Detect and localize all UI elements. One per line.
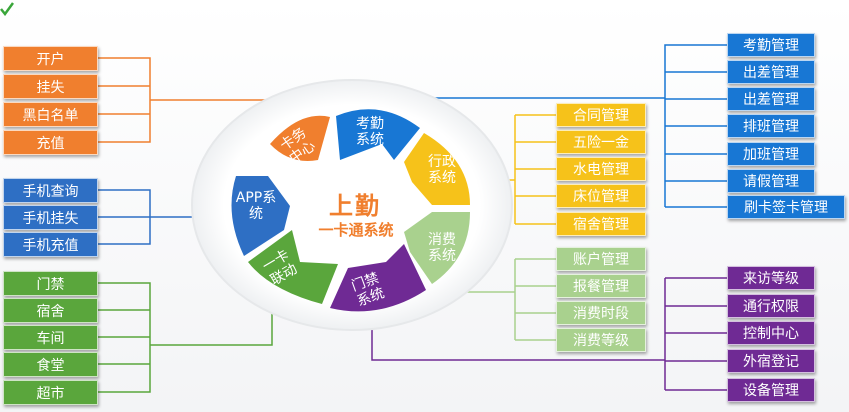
consume-item-account[interactable]: 账户管理 xyxy=(556,247,646,271)
consume-item-meal-order[interactable]: 报餐管理 xyxy=(556,274,646,298)
segment-admin-label: 行政系统 xyxy=(428,154,456,186)
access-item-device[interactable]: 设备管理 xyxy=(727,378,815,402)
linkage-item-supermarket[interactable]: 超市 xyxy=(3,380,98,405)
segment-app-label: APP系统 xyxy=(235,190,277,222)
attendance-item-trip-1[interactable]: 出差管理 xyxy=(727,60,815,84)
segment-linkage xyxy=(248,230,338,304)
access-item-visitor[interactable]: 来访等级 xyxy=(727,266,815,290)
access-item-control-center[interactable]: 控制中心 xyxy=(727,321,815,345)
card-item-blacklist[interactable]: 黑白名单 xyxy=(3,102,98,127)
attendance-item-overtime[interactable]: 加班管理 xyxy=(727,142,815,166)
attendance-item-leave[interactable]: 请假管理 xyxy=(727,169,815,193)
access-item-permission[interactable]: 通行权限 xyxy=(727,294,815,318)
card-item-report-loss[interactable]: 挂失 xyxy=(3,74,98,99)
linkage-item-canteen[interactable]: 食堂 xyxy=(3,352,98,377)
center-subtitle: 一卡通系统 xyxy=(318,221,394,239)
linkage-item-access[interactable]: 门禁 xyxy=(3,271,98,296)
admin-item-bed[interactable]: 床位管理 xyxy=(556,184,646,208)
card-item-recharge[interactable]: 充值 xyxy=(3,130,98,155)
app-item-recharge[interactable]: 手机充值 xyxy=(3,232,98,257)
attendance-item-management[interactable]: 考勤管理 xyxy=(727,33,815,57)
admin-item-insurance[interactable]: 五险一金 xyxy=(556,130,646,154)
attendance-item-card-sign[interactable]: 刷卡签卡管理 xyxy=(727,195,845,219)
app-item-query[interactable]: 手机查询 xyxy=(3,178,98,203)
consume-item-time-slot[interactable]: 消费时段 xyxy=(556,301,646,325)
segment-consume xyxy=(404,212,470,284)
access-item-overnight[interactable]: 外宿登记 xyxy=(727,349,815,373)
segment-attendance xyxy=(336,109,420,160)
center-title: 上勤 xyxy=(329,192,381,220)
app-item-report-loss[interactable]: 手机挂失 xyxy=(3,205,98,230)
segment-app xyxy=(231,176,290,256)
attendance-item-trip-2[interactable]: 出差管理 xyxy=(727,87,815,111)
segment-access xyxy=(330,244,426,312)
segment-consume-label: 消费系统 xyxy=(428,232,456,264)
linkage-item-dorm[interactable]: 宿舍 xyxy=(3,298,98,323)
admin-item-utilities[interactable]: 水电管理 xyxy=(556,157,646,181)
segment-card-center xyxy=(270,115,330,161)
linkage-item-workshop[interactable]: 车间 xyxy=(3,325,98,350)
attendance-item-schedule[interactable]: 排班管理 xyxy=(727,114,815,138)
segment-attendance-label: 考勤系统 xyxy=(356,116,384,148)
corner-logo-icon xyxy=(0,2,14,16)
segment-admin xyxy=(404,133,470,205)
consume-item-level[interactable]: 消费等级 xyxy=(556,328,646,352)
card-item-open-account[interactable]: 开户 xyxy=(3,46,98,71)
admin-item-contract[interactable]: 合同管理 xyxy=(556,103,646,127)
admin-item-dorm[interactable]: 宿舍管理 xyxy=(556,212,646,236)
